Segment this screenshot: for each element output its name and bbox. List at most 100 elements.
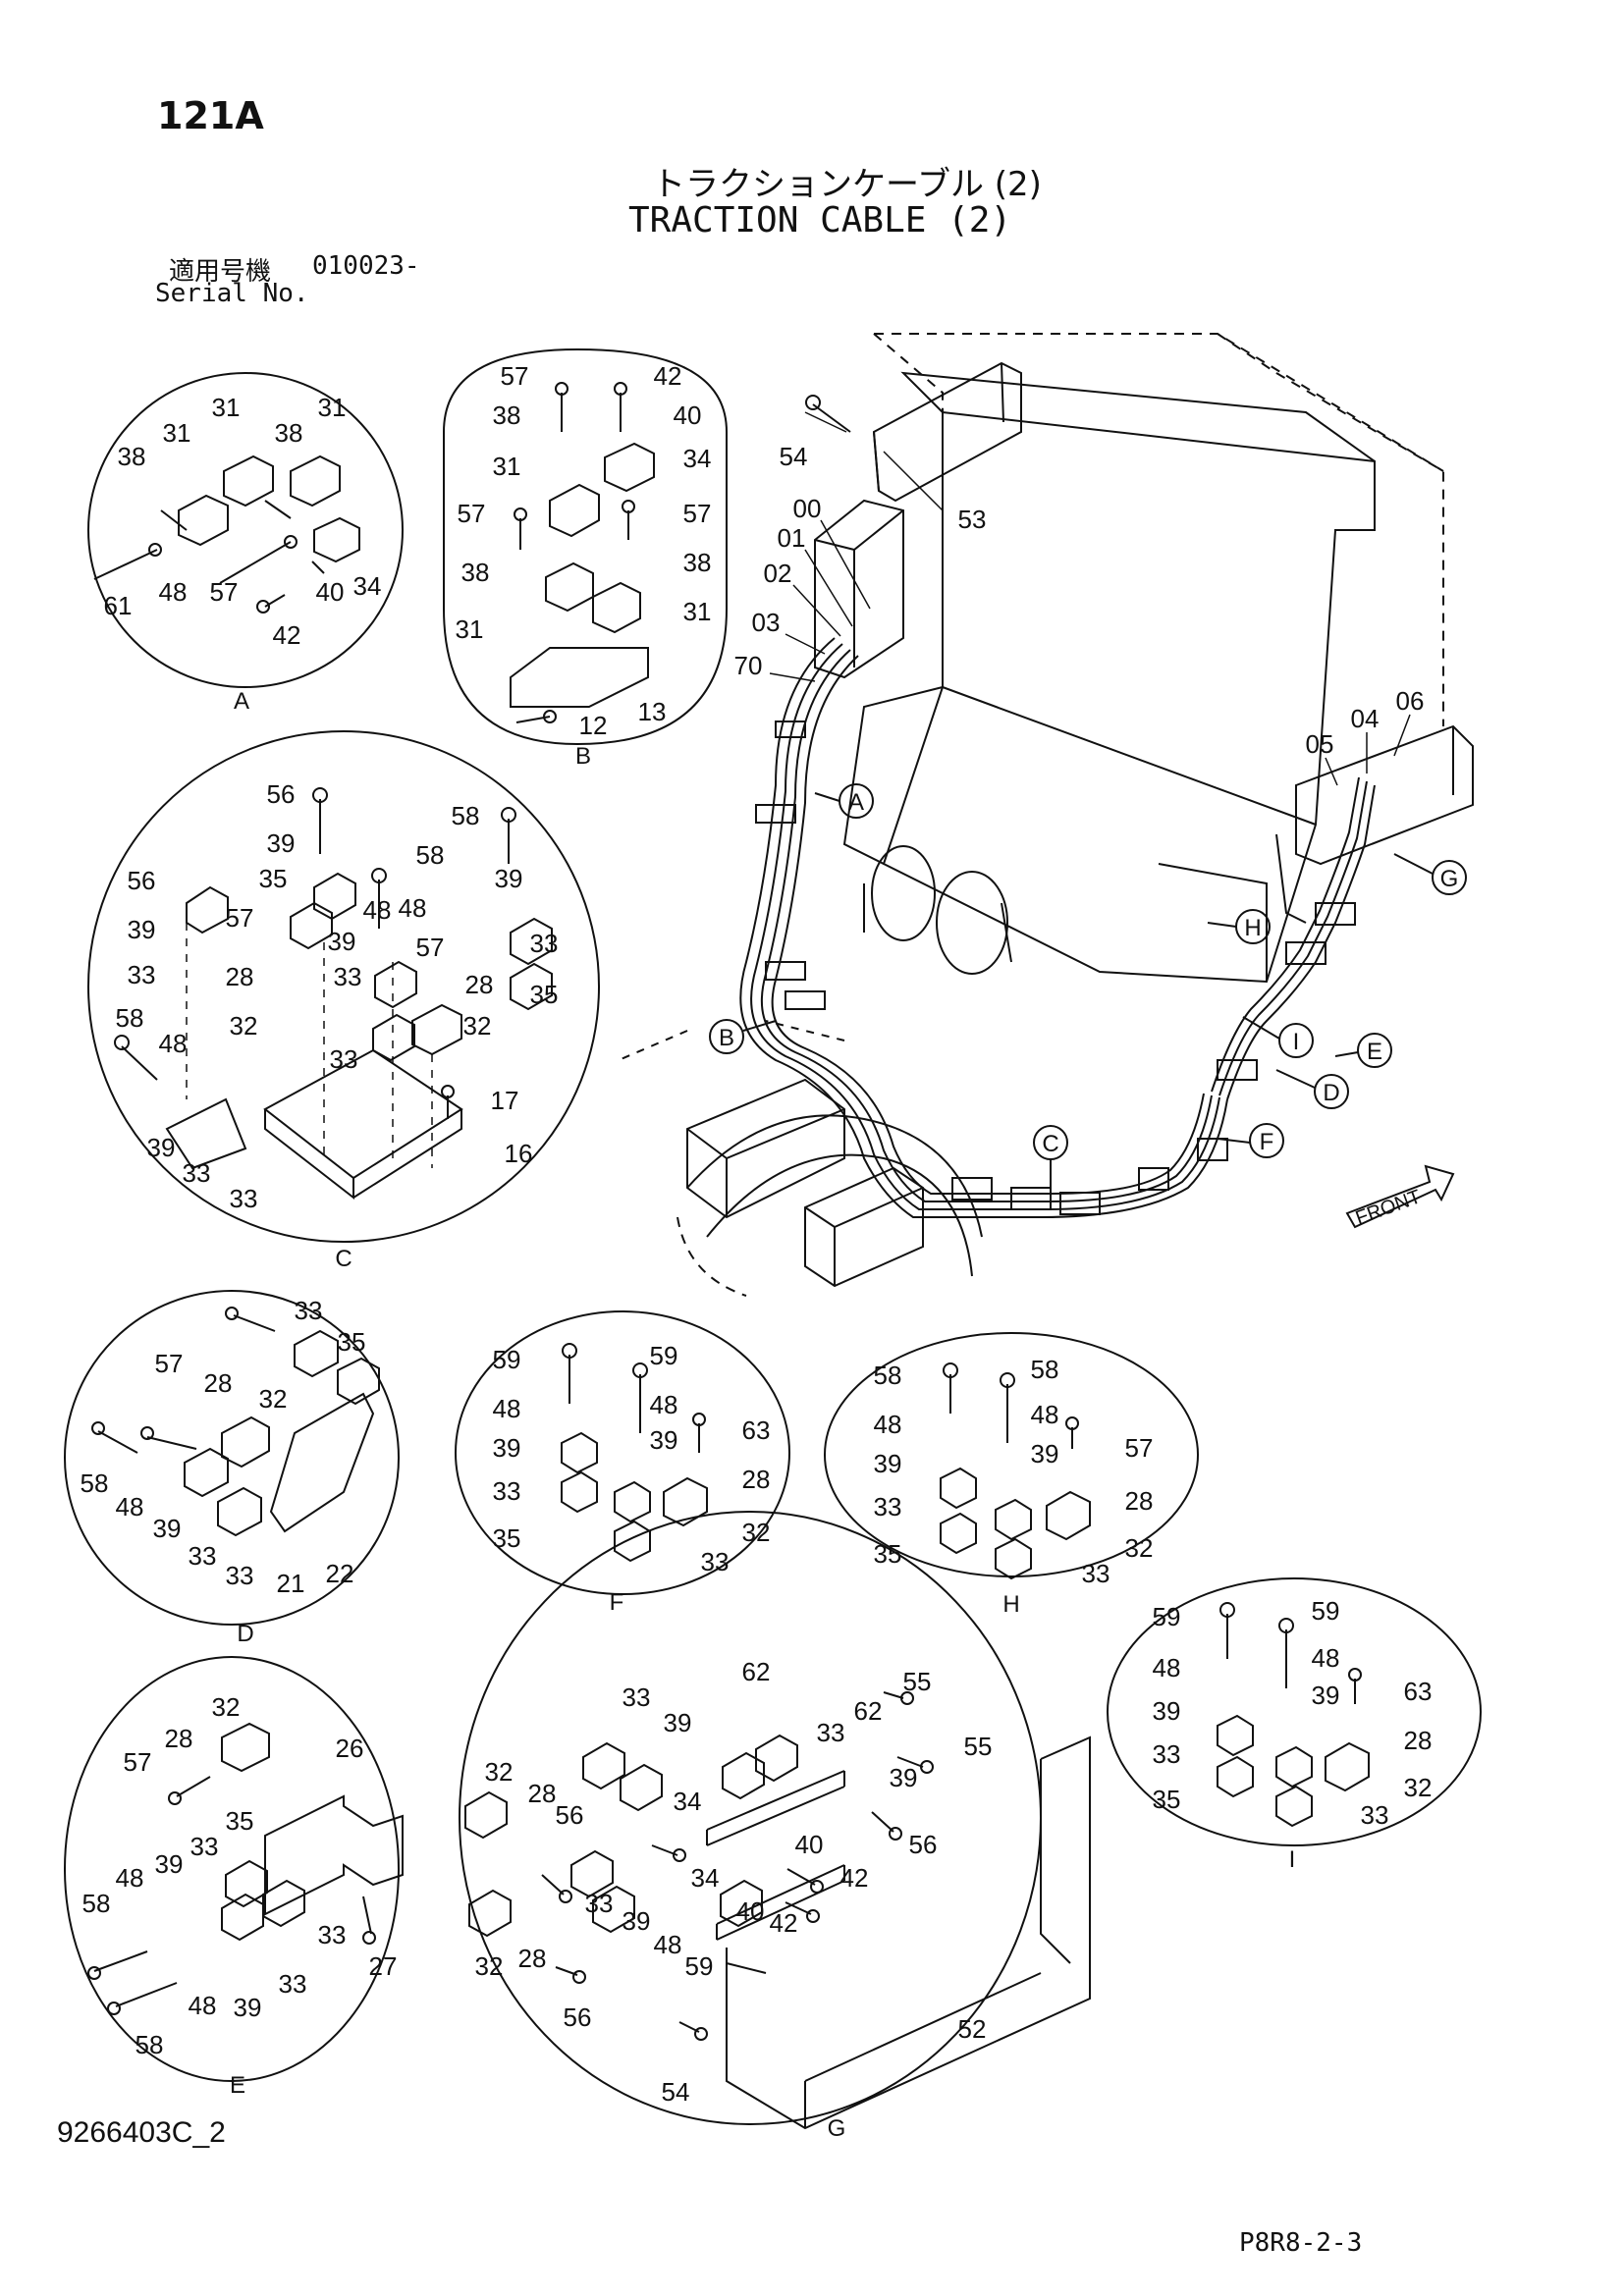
callout-e: E bbox=[230, 2072, 245, 2099]
svg-text:35: 35 bbox=[493, 1523, 521, 1553]
svg-text:48: 48 bbox=[650, 1390, 678, 1419]
main-view-labels: 54 53 00 01 02 03 70 05 04 06 bbox=[734, 442, 1425, 759]
main-callouts bbox=[709, 783, 1467, 1188]
svg-text:32: 32 bbox=[230, 1011, 258, 1041]
svg-text:52: 52 bbox=[958, 2014, 987, 2044]
svg-text:48: 48 bbox=[1031, 1400, 1059, 1429]
title-japanese: トラクションケーブル (2) bbox=[652, 165, 1042, 204]
svg-text:39: 39 bbox=[153, 1514, 182, 1543]
callout-g: G bbox=[828, 2115, 846, 2142]
svg-text:33: 33 bbox=[226, 1561, 254, 1590]
svg-text:04: 04 bbox=[1351, 704, 1380, 733]
svg-text:22: 22 bbox=[326, 1559, 354, 1588]
svg-text:33: 33 bbox=[279, 1969, 307, 1999]
svg-text:06: 06 bbox=[1396, 686, 1425, 716]
serial-value: 010023- bbox=[312, 251, 420, 281]
svg-text:33: 33 bbox=[1153, 1739, 1181, 1769]
svg-text:28: 28 bbox=[465, 970, 494, 999]
callout-f: F bbox=[610, 1589, 624, 1616]
svg-text:35: 35 bbox=[259, 864, 288, 893]
svg-text:55: 55 bbox=[964, 1732, 993, 1761]
svg-text:53: 53 bbox=[958, 505, 987, 534]
svg-text:00: 00 bbox=[793, 494, 822, 523]
detail-e bbox=[64, 1656, 404, 2082]
svg-text:33: 33 bbox=[183, 1158, 211, 1188]
svg-text:57: 57 bbox=[1125, 1433, 1154, 1463]
svg-text:33: 33 bbox=[1361, 1800, 1389, 1830]
svg-text:13: 13 bbox=[638, 697, 667, 726]
svg-text:38: 38 bbox=[118, 442, 146, 471]
svg-text:32: 32 bbox=[259, 1384, 288, 1414]
svg-text:42: 42 bbox=[770, 1908, 798, 1938]
svg-text:57: 57 bbox=[210, 577, 239, 607]
detail-a bbox=[87, 372, 404, 688]
svg-text:33: 33 bbox=[318, 1920, 347, 1949]
svg-text:35: 35 bbox=[1153, 1785, 1181, 1814]
svg-text:58: 58 bbox=[82, 1889, 111, 1918]
svg-text:33: 33 bbox=[623, 1682, 651, 1712]
svg-text:17: 17 bbox=[491, 1086, 519, 1115]
svg-text:39: 39 bbox=[1312, 1681, 1340, 1710]
svg-text:48: 48 bbox=[189, 1991, 217, 2020]
svg-text:31: 31 bbox=[456, 614, 484, 644]
callout-c-main: C bbox=[1042, 1131, 1058, 1157]
svg-text:57: 57 bbox=[226, 903, 254, 933]
svg-text:28: 28 bbox=[226, 962, 254, 991]
detail-b bbox=[443, 347, 728, 746]
svg-text:39: 39 bbox=[495, 864, 523, 893]
detail-g-callout: G bbox=[828, 2115, 846, 2142]
svg-text:33: 33 bbox=[295, 1296, 323, 1325]
svg-text:57: 57 bbox=[416, 933, 445, 962]
svg-text:32: 32 bbox=[212, 1692, 241, 1722]
svg-text:59: 59 bbox=[493, 1345, 521, 1374]
svg-text:59: 59 bbox=[1312, 1596, 1340, 1626]
svg-text:39: 39 bbox=[664, 1708, 692, 1737]
svg-text:48: 48 bbox=[116, 1492, 144, 1522]
callout-b-main: B bbox=[719, 1025, 734, 1051]
svg-text:39: 39 bbox=[623, 1906, 651, 1936]
detail-h-callout: H bbox=[1002, 1591, 1019, 1618]
main-callout-letters: A B C D E F G H I bbox=[719, 789, 1458, 1157]
front-arrow-icon bbox=[1345, 1164, 1455, 1229]
svg-text:48: 48 bbox=[654, 1930, 682, 1959]
callout-a: A bbox=[234, 688, 249, 715]
svg-text:21: 21 bbox=[277, 1569, 305, 1598]
svg-text:34: 34 bbox=[353, 571, 382, 601]
detail-i-callout: I bbox=[1289, 1846, 1296, 1873]
svg-text:01: 01 bbox=[778, 523, 806, 553]
svg-text:35: 35 bbox=[530, 980, 559, 1009]
detail-g bbox=[459, 1511, 1091, 2130]
svg-text:33: 33 bbox=[190, 1832, 219, 1861]
svg-text:32: 32 bbox=[742, 1518, 771, 1547]
callout-i: I bbox=[1289, 1846, 1296, 1873]
callout-f-main: F bbox=[1260, 1129, 1274, 1155]
svg-text:33: 33 bbox=[128, 960, 156, 989]
callout-d-main: D bbox=[1323, 1080, 1339, 1106]
svg-text:39: 39 bbox=[1031, 1439, 1059, 1468]
svg-text:28: 28 bbox=[1125, 1486, 1154, 1516]
svg-text:34: 34 bbox=[691, 1863, 720, 1893]
svg-text:57: 57 bbox=[124, 1747, 152, 1777]
svg-text:54: 54 bbox=[780, 442, 808, 471]
svg-text:63: 63 bbox=[1404, 1677, 1433, 1706]
svg-text:48: 48 bbox=[159, 1029, 188, 1058]
page-code: P8R8-2-3 bbox=[1239, 2228, 1363, 2258]
svg-text:39: 39 bbox=[234, 1993, 262, 2022]
svg-text:58: 58 bbox=[416, 840, 445, 870]
svg-text:56: 56 bbox=[909, 1830, 938, 1859]
svg-text:32: 32 bbox=[475, 1951, 504, 1981]
svg-text:05: 05 bbox=[1306, 729, 1334, 759]
svg-text:57: 57 bbox=[458, 499, 486, 528]
svg-text:48: 48 bbox=[1153, 1653, 1181, 1682]
svg-text:39: 39 bbox=[155, 1849, 184, 1879]
detail-d-callout: D bbox=[237, 1621, 253, 1647]
svg-text:40: 40 bbox=[316, 577, 345, 607]
svg-text:40: 40 bbox=[674, 400, 702, 430]
svg-text:39: 39 bbox=[650, 1425, 678, 1455]
svg-text:48: 48 bbox=[493, 1394, 521, 1423]
svg-text:39: 39 bbox=[493, 1433, 521, 1463]
drawing-number: 9266403C_2 bbox=[57, 2116, 226, 2149]
